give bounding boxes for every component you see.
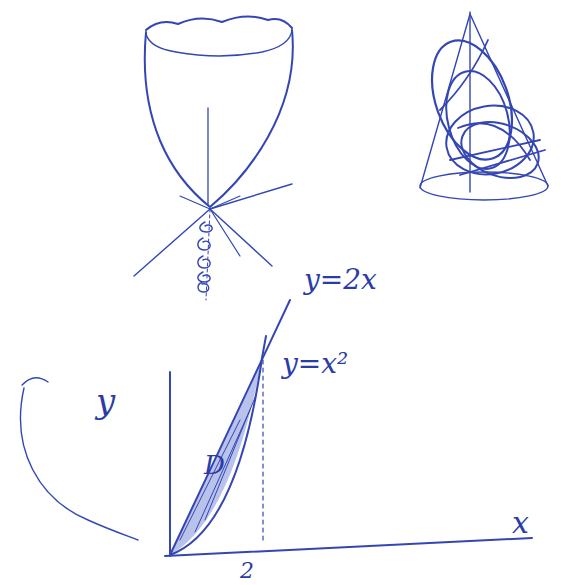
region-plot — [165, 300, 532, 556]
axis-label: y — [96, 384, 115, 418]
curve-equation: y=x² — [282, 350, 348, 378]
partial-bowl-sketch — [21, 378, 138, 540]
tick-value: 2 — [240, 560, 254, 582]
paraboloid-sketch — [134, 16, 293, 300]
cone-sketch — [417, 12, 548, 200]
line-equation: y=2x — [304, 266, 377, 294]
axis-label: x — [512, 508, 529, 538]
region-label: D — [204, 452, 225, 478]
